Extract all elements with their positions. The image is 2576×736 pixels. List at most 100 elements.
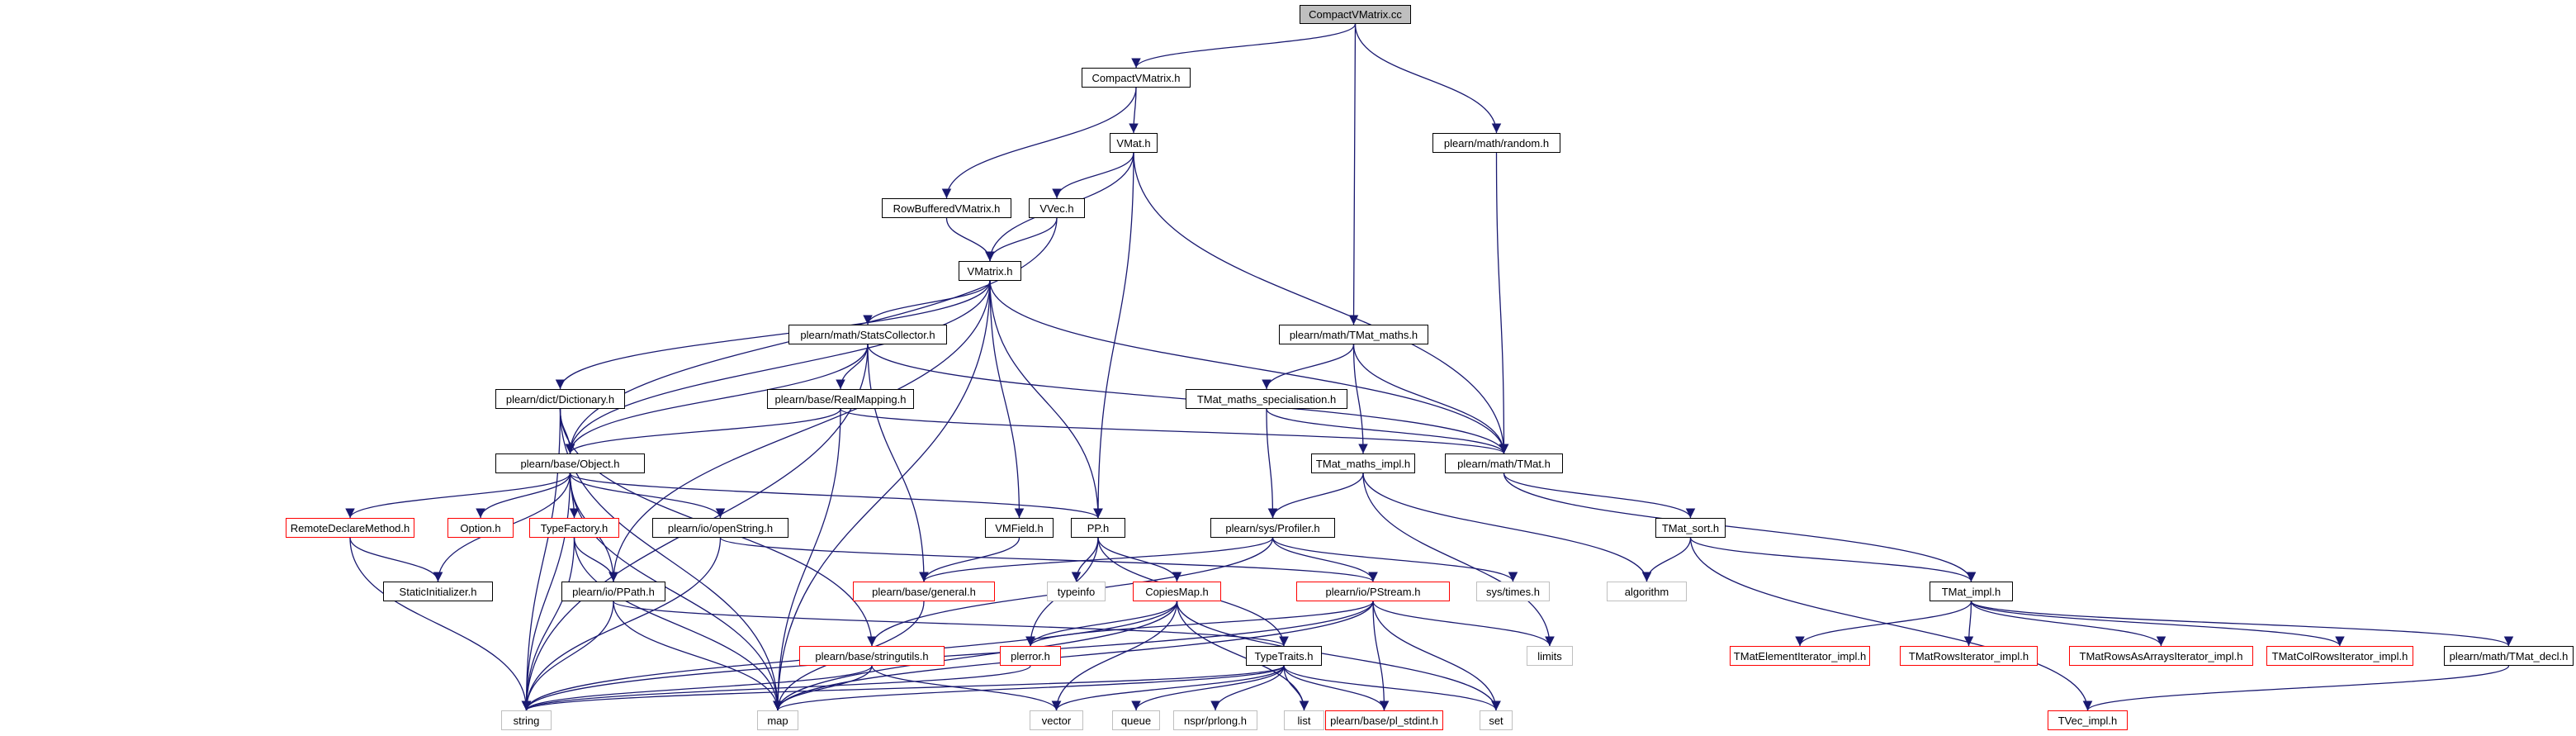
edge-openstring-to-pstream bbox=[719, 537, 1378, 582]
edge-timpl-to-telem bbox=[1795, 601, 1972, 647]
edge-ppath-to-typetraits bbox=[613, 601, 1289, 647]
node-dict[interactable]: plearn/dict/Dictionary.h bbox=[495, 389, 625, 409]
node-trows[interactable]: TMatRowsIterator_impl.h bbox=[1900, 646, 2038, 666]
node-tdecl[interactable]: plearn/math/TMat_decl.h bbox=[2444, 646, 2574, 666]
node-tcolrows[interactable]: TMatColRowsIterator_impl.h bbox=[2266, 646, 2413, 666]
edge-tspec-to-profiler bbox=[1266, 408, 1278, 519]
node-general[interactable]: plearn/base/general.h bbox=[853, 582, 995, 601]
node-plerror[interactable]: plerror.h bbox=[1000, 646, 1061, 666]
edge-profiler-to-systimes bbox=[1271, 537, 1518, 582]
edge-pstream-to-plstdint bbox=[1372, 601, 1390, 711]
edge-tmimpl-to-limits bbox=[1362, 472, 1555, 647]
node-ppath[interactable]: plearn/io/PPath.h bbox=[561, 582, 665, 601]
edge-root-to-cvm_h bbox=[1131, 23, 1357, 69]
edge-vvec-to-vmatrix bbox=[985, 217, 1058, 262]
edge-remote-to-staticinit bbox=[349, 537, 443, 582]
edge-object-to-openstring bbox=[569, 472, 726, 519]
edge-pp-to-copiesmap bbox=[1097, 537, 1182, 582]
node-openstring[interactable]: plearn/io/openString.h bbox=[652, 518, 788, 538]
edge-timpl-to-tcolrows bbox=[1970, 601, 2345, 647]
edge-stringutils-to-string bbox=[521, 665, 873, 711]
edge-tsort-to-algorithm bbox=[1641, 537, 1692, 582]
edge-tmat-to-tsort bbox=[1503, 472, 1696, 519]
edge-object-to-option bbox=[476, 472, 571, 519]
node-stats[interactable]: plearn/math/StatsCollector.h bbox=[788, 325, 947, 344]
node-vector[interactable]: vector bbox=[1030, 710, 1083, 730]
node-limits[interactable]: limits bbox=[1527, 646, 1573, 666]
node-copiesmap[interactable]: CopiesMap.h bbox=[1133, 582, 1221, 601]
edge-profiler-to-general bbox=[919, 537, 1274, 582]
node-typetraits[interactable]: TypeTraits.h bbox=[1246, 646, 1322, 666]
node-tspec[interactable]: TMat_maths_specialisation.h bbox=[1186, 389, 1347, 409]
node-algorithm[interactable]: algorithm bbox=[1607, 582, 1687, 601]
edge-copiesmap-to-plerror bbox=[1025, 601, 1178, 647]
edge-object-to-pp bbox=[569, 472, 1103, 519]
edge-tmat-to-timpl bbox=[1503, 472, 1977, 582]
node-root[interactable]: CompactVMatrix.cc bbox=[1300, 5, 1411, 24]
edge-object-to-string bbox=[521, 472, 571, 711]
edge-vmfield-to-general bbox=[919, 537, 1020, 582]
node-typeinfo[interactable]: typeinfo bbox=[1047, 582, 1106, 601]
node-staticinit[interactable]: StaticInitializer.h bbox=[383, 582, 493, 601]
edge-realmap-to-map bbox=[773, 408, 841, 711]
node-vmat[interactable]: VMat.h bbox=[1110, 133, 1158, 153]
edge-tdecl-to-tvec bbox=[2082, 665, 2510, 711]
edge-tsort-to-tvec bbox=[1689, 537, 2093, 711]
edge-timpl-to-trowsarr bbox=[1970, 601, 2166, 647]
edge-tmimpl-to-algorithm bbox=[1362, 472, 1652, 582]
edge-typetraits-to-vector bbox=[1051, 665, 1285, 711]
edge-vmatrix-to-stats bbox=[863, 280, 991, 325]
node-timpl[interactable]: TMat_impl.h bbox=[1930, 582, 2013, 601]
node-profiler[interactable]: plearn/sys/Profiler.h bbox=[1210, 518, 1335, 538]
node-trowsarr[interactable]: TMatRowsAsArraysIterator_impl.h bbox=[2069, 646, 2253, 666]
node-pp[interactable]: PP.h bbox=[1071, 518, 1125, 538]
edge-copiesmap-to-vector bbox=[1051, 601, 1178, 711]
edge-profiler-to-pstream bbox=[1271, 537, 1378, 582]
edge-ppath-to-map bbox=[613, 601, 783, 711]
node-telem[interactable]: TMatElementIterator_impl.h bbox=[1730, 646, 1870, 666]
node-list[interactable]: list bbox=[1284, 710, 1324, 730]
edge-random-to-tmat bbox=[1495, 152, 1509, 454]
node-vmfield[interactable]: VMField.h bbox=[985, 518, 1054, 538]
edge-vmat-to-tmat bbox=[1133, 152, 1509, 454]
node-stringutils[interactable]: plearn/base/stringutils.h bbox=[799, 646, 945, 666]
node-random[interactable]: plearn/math/random.h bbox=[1432, 133, 1560, 153]
node-rowbuf[interactable]: RowBufferedVMatrix.h bbox=[882, 198, 1011, 218]
node-option[interactable]: Option.h bbox=[447, 518, 514, 538]
edge-pstream-to-string bbox=[521, 601, 1374, 711]
node-realmap[interactable]: plearn/base/RealMapping.h bbox=[767, 389, 914, 409]
node-tmimpl[interactable]: TMat_maths_impl.h bbox=[1311, 453, 1415, 473]
edge-vmatrix-to-ppath bbox=[608, 280, 991, 582]
node-typefactory[interactable]: TypeFactory.h bbox=[529, 518, 619, 538]
node-pstream[interactable]: plearn/io/PStream.h bbox=[1296, 582, 1450, 601]
node-vvec[interactable]: VVec.h bbox=[1029, 198, 1085, 218]
edge-vmatrix-to-map bbox=[773, 280, 991, 711]
edge-stats-to-object bbox=[565, 344, 869, 454]
edge-typetraits-to-map bbox=[773, 665, 1285, 711]
node-tmat[interactable]: plearn/math/TMat.h bbox=[1445, 453, 1563, 473]
node-systimes[interactable]: sys/times.h bbox=[1476, 582, 1550, 601]
node-plstdint[interactable]: plearn/base/pl_stdint.h bbox=[1325, 710, 1443, 730]
node-cvm_h[interactable]: CompactVMatrix.h bbox=[1082, 68, 1191, 88]
edge-root-to-tmaths bbox=[1348, 23, 1359, 325]
node-string[interactable]: string bbox=[501, 710, 552, 730]
node-queue[interactable]: queue bbox=[1112, 710, 1160, 730]
node-map[interactable]: map bbox=[757, 710, 798, 730]
edge-plerror-to-string bbox=[521, 665, 1031, 711]
edge-vmatrix-to-object bbox=[565, 280, 991, 454]
node-tvec[interactable]: TVec_impl.h bbox=[2048, 710, 2128, 730]
node-vmatrix[interactable]: VMatrix.h bbox=[959, 261, 1021, 281]
node-set[interactable]: set bbox=[1480, 710, 1513, 730]
node-tmaths[interactable]: plearn/math/TMat_maths.h bbox=[1279, 325, 1428, 344]
edge-cvm_h-to-rowbuf bbox=[941, 87, 1137, 199]
edge-stringutils-to-map bbox=[773, 665, 873, 711]
node-object[interactable]: plearn/base/Object.h bbox=[495, 453, 645, 473]
edge-typetraits-to-queue bbox=[1131, 665, 1285, 711]
node-nsprlong[interactable]: nspr/prlong.h bbox=[1173, 710, 1257, 730]
edge-rowbuf-to-vmatrix bbox=[945, 217, 995, 262]
edge-vmatrix-to-dict bbox=[555, 280, 991, 390]
edge-copiesmap-to-list bbox=[1176, 601, 1309, 711]
node-remote[interactable]: RemoteDeclareMethod.h bbox=[286, 518, 414, 538]
node-tsort[interactable]: TMat_sort.h bbox=[1655, 518, 1726, 538]
